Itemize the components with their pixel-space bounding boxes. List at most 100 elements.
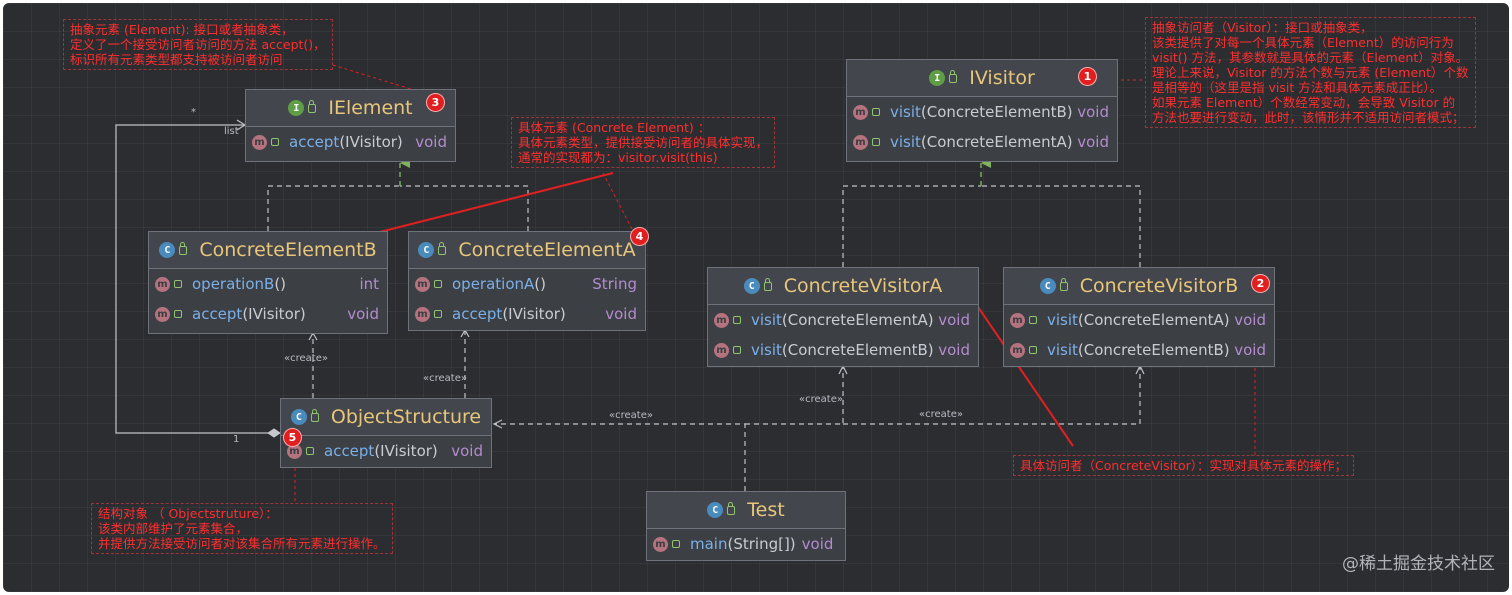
public-lock-icon bbox=[733, 316, 741, 324]
badge-object-structure: 5 bbox=[284, 429, 301, 446]
badge-ielement: 3 bbox=[427, 94, 444, 111]
method-params: (ConcreteElementB) bbox=[781, 341, 934, 359]
concrete-element-a-header: C ConcreteElementA bbox=[409, 232, 645, 269]
test-name: Test bbox=[747, 499, 785, 521]
method-icon: m bbox=[155, 306, 170, 322]
method-params: (IVisitor) bbox=[242, 305, 306, 323]
list-label: list bbox=[224, 126, 239, 137]
ielement-node[interactable]: I IElement m accept(IVisitor) void bbox=[245, 89, 456, 162]
public-lock-icon bbox=[872, 108, 880, 116]
method-name: visit bbox=[1047, 311, 1078, 329]
method-params: (ConcreteElementA) bbox=[1077, 311, 1230, 329]
method-icon: m bbox=[853, 134, 868, 150]
create-label-structure: «create» bbox=[609, 410, 653, 421]
badge-concrete-visitor-b: 2 bbox=[1252, 275, 1269, 292]
concrete-visitor-b-method-visit-a[interactable]: m visit(ConcreteElementA) void bbox=[1004, 305, 1274, 335]
pointer-concrete-element-a bbox=[602, 172, 634, 232]
method-params: (IVisitor) bbox=[374, 442, 438, 460]
object-structure-header: C ObjectStructure bbox=[281, 399, 491, 436]
note-abstract-visitor: 抽象访问者（Visitor）：接口或抽象类， 该类提供了对每一个具体元素（Ele… bbox=[1145, 17, 1476, 128]
method-name: operationB bbox=[192, 275, 275, 293]
ivisitor-node[interactable]: I IVisitor m visit(ConcreteElementB) voi… bbox=[846, 59, 1118, 162]
concrete-visitor-b-node[interactable]: C ConcreteVisitorB m visit(ConcreteEleme… bbox=[1003, 267, 1275, 367]
public-lock-icon bbox=[727, 501, 736, 515]
public-lock-icon bbox=[271, 138, 279, 146]
concrete-element-a-method-operationa[interactable]: m operationA() String bbox=[409, 269, 645, 299]
pointer-element-note bbox=[332, 64, 444, 100]
public-lock-icon bbox=[438, 241, 447, 255]
public-lock-icon bbox=[434, 280, 442, 288]
concrete-visitor-a-name: ConcreteVisitorA bbox=[783, 275, 943, 297]
concrete-visitor-a-header: C ConcreteVisitorA bbox=[708, 268, 978, 305]
method-type: void bbox=[1077, 133, 1109, 151]
method-type: void bbox=[938, 311, 970, 329]
test-node[interactable]: C Test m main(String[]) void bbox=[646, 491, 846, 561]
test-header: C Test bbox=[647, 492, 845, 529]
public-lock-icon bbox=[310, 408, 319, 422]
method-icon: m bbox=[1010, 342, 1025, 358]
method-name: operationA bbox=[452, 275, 535, 293]
method-icon: m bbox=[714, 342, 729, 358]
method-type: void bbox=[801, 535, 834, 553]
public-lock-icon bbox=[179, 241, 188, 255]
method-type: void bbox=[347, 305, 379, 323]
public-lock-icon bbox=[1029, 346, 1037, 354]
create-line-test-visitora bbox=[745, 367, 844, 425]
public-lock-icon bbox=[174, 280, 182, 288]
class-icon: C bbox=[743, 278, 760, 294]
create-arrow-visitora bbox=[838, 364, 848, 375]
concrete-element-b-method-operationb[interactable]: m operationB() int bbox=[149, 269, 387, 299]
concrete-element-b-header: C ConcreteElementB bbox=[149, 232, 387, 269]
interface-icon: I bbox=[288, 100, 305, 116]
note-object-structure: 结构对象 （ Objectstruture）： 该类内部维护了元素集合， 并提供… bbox=[91, 503, 393, 554]
method-name: accept bbox=[324, 442, 375, 460]
create-label-element-a: «create» bbox=[423, 373, 467, 384]
method-name: visit bbox=[751, 311, 782, 329]
concrete-visitor-a-method-visit-a[interactable]: m visit(ConcreteElementA) void bbox=[708, 305, 978, 335]
note-concrete-element: 具体元素 (Concrete Element) ： 具体元素类型，提供接受访问者… bbox=[511, 117, 776, 168]
method-name: accept bbox=[452, 305, 503, 323]
create-label-element-b: «create» bbox=[284, 353, 328, 364]
public-lock-icon bbox=[306, 447, 314, 455]
object-structure-method-accept[interactable]: m accept(IVisitor) void bbox=[281, 436, 491, 466]
object-structure-node[interactable]: C ObjectStructure m accept(IVisitor) voi… bbox=[280, 398, 492, 468]
test-method-main[interactable]: m main(String[]) void bbox=[647, 529, 845, 559]
create-label-visitor-b: «create» bbox=[919, 409, 963, 420]
public-lock-icon bbox=[1059, 277, 1068, 291]
concrete-element-b-node[interactable]: C ConcreteElementB m operationB() int m … bbox=[148, 231, 388, 334]
diagram-canvas: I IElement m accept(IVisitor) void I IVi… bbox=[3, 3, 1509, 592]
method-icon: m bbox=[155, 276, 170, 292]
create-line-test-visitorb bbox=[843, 367, 1141, 425]
class-icon: C bbox=[159, 242, 176, 258]
concrete-visitor-a-method-visit-b[interactable]: m visit(ConcreteElementB) void bbox=[708, 335, 978, 365]
public-lock-icon bbox=[174, 310, 182, 318]
note-concrete-visitor: 具体访问者（ConcreteVisitor）：实现对具体元素的操作； bbox=[1013, 455, 1354, 476]
public-lock-icon bbox=[308, 99, 317, 113]
ielement-method-accept[interactable]: m accept(IVisitor) void bbox=[246, 127, 455, 157]
ivisitor-method-visit-a[interactable]: m visit(ConcreteElementA) void bbox=[847, 127, 1117, 157]
method-type: int bbox=[359, 275, 379, 293]
class-icon: C bbox=[418, 242, 435, 258]
ielement-name: IElement bbox=[328, 97, 413, 119]
concrete-visitor-b-name: ConcreteVisitorB bbox=[1079, 275, 1239, 297]
realize-line-element-b bbox=[267, 185, 400, 231]
concrete-element-b-method-accept[interactable]: m accept(IVisitor) void bbox=[149, 299, 387, 329]
realize-line-element-a bbox=[400, 185, 529, 231]
method-name: visit bbox=[1047, 341, 1078, 359]
public-lock-icon bbox=[434, 310, 442, 318]
object-structure-name: ObjectStructure bbox=[330, 406, 482, 428]
public-lock-icon bbox=[949, 69, 958, 83]
concrete-element-a-method-accept[interactable]: m accept(IVisitor) void bbox=[409, 299, 645, 329]
public-lock-icon bbox=[672, 540, 680, 548]
method-name: visit bbox=[890, 103, 921, 121]
concrete-visitor-b-method-visit-b[interactable]: m visit(ConcreteElementB) void bbox=[1004, 335, 1274, 365]
method-params: (IVisitor) bbox=[339, 133, 403, 151]
method-icon: m bbox=[252, 134, 267, 150]
class-icon: C bbox=[290, 409, 307, 425]
ivisitor-method-visit-b[interactable]: m visit(ConcreteElementB) void bbox=[847, 97, 1117, 127]
badge-concrete-element-a: 4 bbox=[631, 228, 648, 245]
concrete-element-a-node[interactable]: C ConcreteElementA m operationA() String… bbox=[408, 231, 646, 331]
class-icon: C bbox=[1039, 278, 1056, 294]
concrete-visitor-a-node[interactable]: C ConcreteVisitorA m visit(ConcreteEleme… bbox=[707, 267, 979, 367]
method-name: accept bbox=[192, 305, 243, 323]
